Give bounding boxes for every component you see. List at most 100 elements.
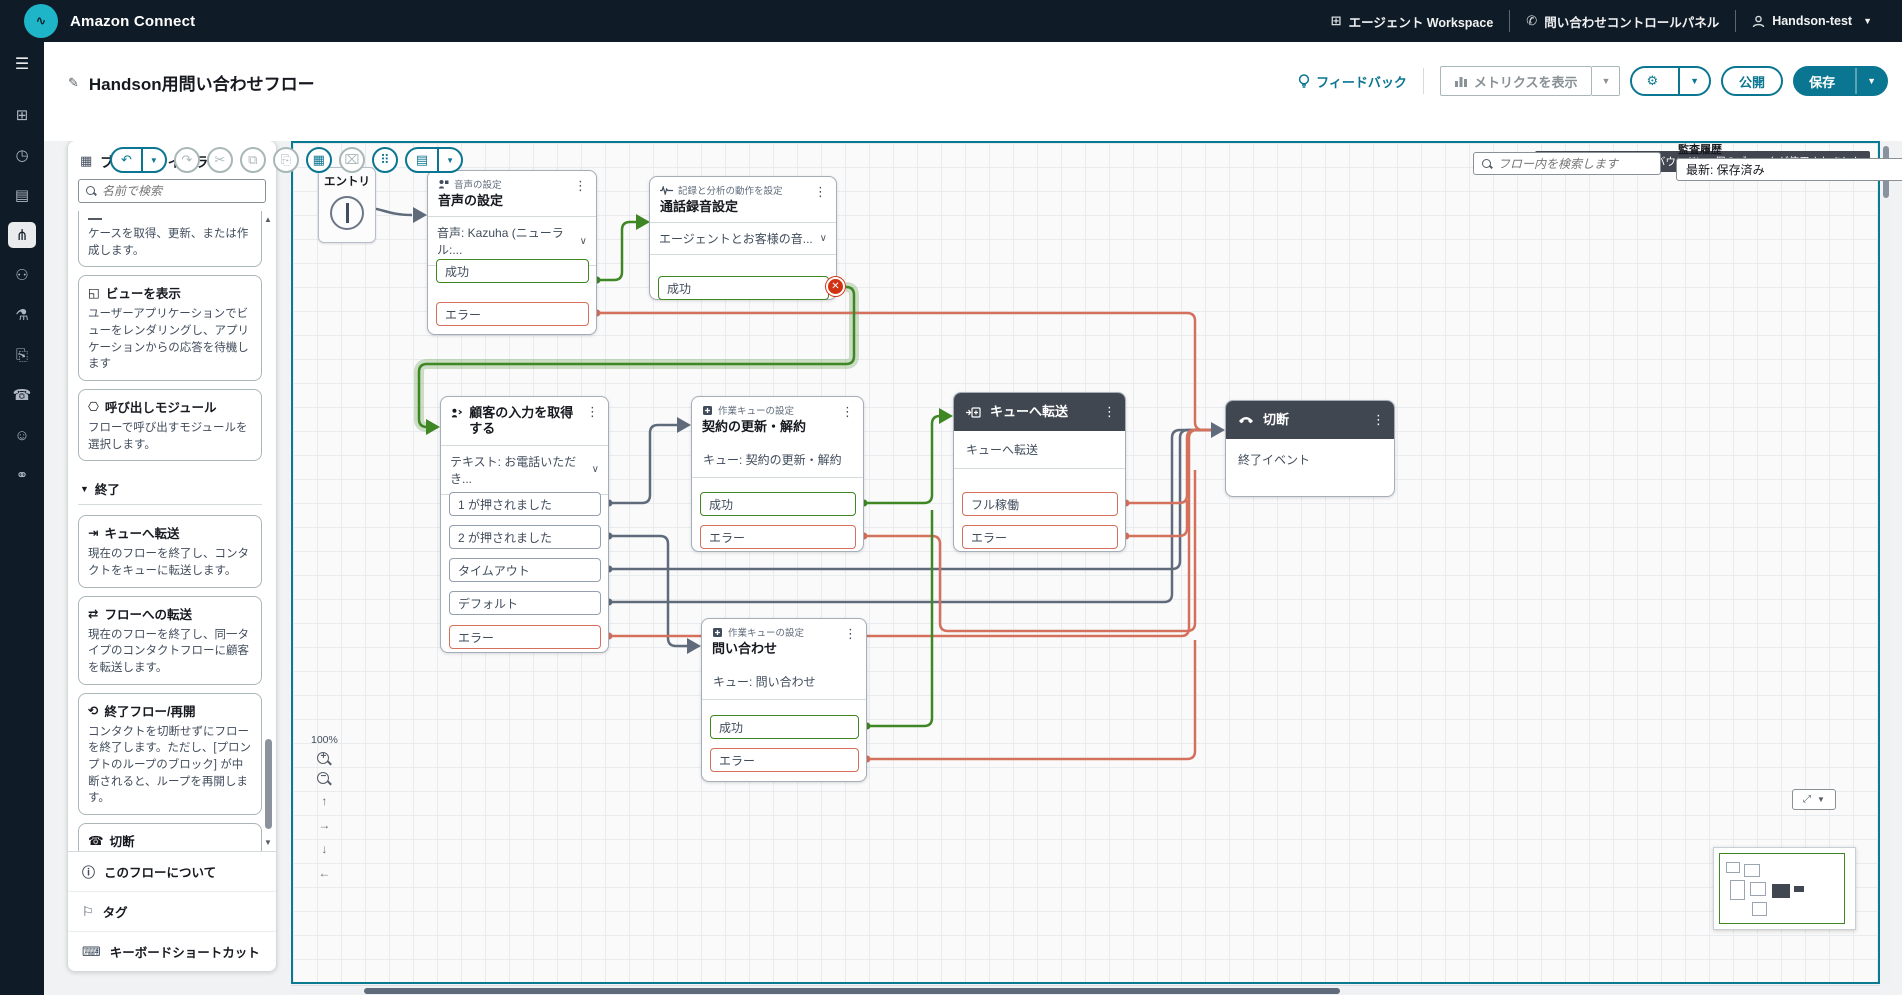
output-at-capacity[interactable]: フル稼働 — [962, 492, 1118, 516]
output-success[interactable]: 成功 — [700, 492, 856, 516]
copy-button[interactable]: ⧉ — [239, 147, 266, 173]
output-success[interactable]: 成功 — [436, 259, 589, 283]
output-error[interactable]: エラー — [700, 525, 856, 549]
feedback-link[interactable]: フィードバック — [1298, 72, 1407, 91]
settings-split-button[interactable]: ⚙ ▼ — [1630, 66, 1712, 96]
flow-search-input[interactable] — [1498, 156, 1652, 171]
rail-metrics-icon[interactable]: ▤ — [14, 187, 30, 204]
pan-right-button[interactable]: → — [318, 818, 331, 832]
block-card-invoke-module[interactable]: ⎔呼び出しモジュール フローで呼び出すモジュールを選択します。 — [78, 389, 262, 462]
block-card-show-view[interactable]: ◱ビューを表示 ユーザーアプリケーションでビューをレンダリングし、アプリケーショ… — [78, 275, 262, 382]
output-error[interactable]: エラー — [962, 525, 1118, 549]
keyboard-shortcuts-row[interactable]: ⌨ キーボードショートカット — [68, 931, 276, 971]
output-pressed-1[interactable]: 1 が押されました — [449, 492, 601, 516]
block-set-queue-inquiry[interactable]: 作業キューの設定 問い合わせ ⋮ キュー: 問い合わせ 成功 エラー — [701, 618, 867, 782]
block-menu-kebab-icon[interactable]: ⋮ — [1103, 404, 1116, 419]
undo-caret[interactable]: ▼ — [140, 149, 165, 171]
undo-split-button[interactable]: ↶ ▼ — [110, 147, 167, 173]
snap-grid-button[interactable]: ⠿ — [371, 147, 398, 173]
block-menu-kebab-icon[interactable]: ⋮ — [844, 626, 857, 641]
block-transfer-to-queue[interactable]: キューへ転送 ⋮ キューへ転送 フル稼働 エラー — [953, 392, 1126, 552]
block-card-end-flow-resume[interactable]: ⟲終了フロー/再開 コンタクトを切断せずにフローを終了します。ただし、[プロンプ… — [78, 692, 262, 816]
library-scrollbar[interactable]: ▲ ▼ — [263, 215, 273, 847]
block-menu-kebab-icon[interactable]: ⋮ — [841, 404, 854, 419]
arrange-blocks-button[interactable]: ▦ — [305, 147, 332, 173]
gear-icon[interactable]: ⚙ — [1646, 73, 1659, 88]
block-menu-kebab-icon[interactable]: ⋮ — [814, 184, 827, 199]
block-menu-kebab-icon[interactable]: ⋮ — [1372, 412, 1385, 427]
metrics-caret-button[interactable]: ▼ — [1592, 66, 1621, 96]
pan-up-button[interactable]: ↑ — [321, 794, 328, 808]
output-error[interactable]: エラー — [436, 302, 589, 326]
block-card-transfer-to-flow[interactable]: ⇄フローへの転送 現在のフローを終了し、同一タイプのコンタクトフローに顧客を転送… — [78, 595, 262, 685]
tags-row[interactable]: ⚐ タグ — [68, 891, 276, 931]
about-flow-row[interactable]: ⓘ このフローについて — [68, 852, 276, 891]
block-get-customer-input[interactable]: 顧客の入力を取得する ⋮ テキスト: お電話いただき... ∨ 1 が押されまし… — [440, 396, 609, 653]
redo-button[interactable]: ↷ — [173, 147, 200, 173]
scroll-up-icon[interactable]: ▲ — [264, 215, 272, 224]
library-search-input[interactable] — [102, 184, 258, 198]
rail-profile-icon[interactable]: ☺ — [14, 426, 30, 444]
save-split-button[interactable]: 保存 ▼ — [1793, 66, 1888, 96]
cut-button[interactable]: ✂ — [206, 147, 233, 173]
output-pressed-2[interactable]: 2 が押されました — [449, 525, 601, 549]
prompt-select[interactable]: テキスト: お電話いただき... ∨ — [441, 444, 608, 495]
block-menu-kebab-icon[interactable]: ⋮ — [574, 178, 587, 193]
block-set-queue-contract[interactable]: 作業キューの設定 契約の更新・解約 ⋮ キュー: 契約の更新・解約 成功 エラー — [691, 396, 864, 552]
rail-flows-icon[interactable]: ⋔ — [8, 222, 36, 248]
canvas-vertical-scrollbar[interactable] — [1881, 143, 1890, 983]
minimap[interactable] — [1713, 847, 1856, 930]
rail-integrations-icon[interactable]: ⚭ — [15, 467, 29, 484]
notes-split-button[interactable]: ▤ ▼ — [404, 147, 464, 173]
output-default[interactable]: デフォルト — [449, 591, 601, 615]
zoom-in-button[interactable]: + — [317, 751, 331, 766]
recording-select[interactable]: エージェントとお客様の音... ∨ — [650, 222, 836, 256]
publish-button[interactable]: 公開 — [1721, 66, 1784, 96]
audit-history-select[interactable]: 最新: 保存済み ▼ — [1676, 158, 1902, 181]
section-terminate[interactable]: ▼ 終了 — [78, 469, 262, 506]
pan-left-button[interactable]: ← — [318, 866, 331, 880]
output-success[interactable]: 成功 — [658, 276, 829, 300]
block-call-recording[interactable]: 記録と分析の動作を設定 通話録音設定 ⋮ エージェントとお客様の音... ∨ 成… — [649, 176, 837, 300]
minimap-toggle-button[interactable]: ⤢ ▼ — [1792, 789, 1836, 810]
delete-button[interactable]: ⌧ — [338, 147, 365, 173]
block-menu-kebab-icon[interactable]: ⋮ — [586, 404, 599, 419]
hamburger-menu-icon[interactable]: ☰ — [14, 56, 30, 73]
rail-support-icon[interactable]: ☎ — [12, 387, 32, 404]
undo-icon[interactable]: ↶ — [121, 152, 132, 167]
edit-title-pencil-icon[interactable]: ✎ — [68, 74, 79, 90]
entry-block[interactable]: エントリ — [318, 167, 376, 243]
canvas-horizontal-scrollbar[interactable] — [291, 985, 1880, 995]
notes-caret[interactable]: ▼ — [437, 149, 461, 171]
zoom-out-button[interactable]: − — [317, 771, 331, 786]
settings-caret[interactable]: ▼ — [1678, 68, 1709, 94]
scroll-down-icon[interactable]: ▼ — [264, 838, 272, 847]
voice-select[interactable]: 音声: Kazuha (ニューラル:... ∨ — [428, 216, 596, 267]
nav-agent-workspace[interactable]: ⊞ エージェント Workspace — [1330, 13, 1494, 30]
output-error[interactable]: エラー — [449, 625, 601, 649]
scrollbar-thumb[interactable] — [364, 988, 1340, 994]
save-button[interactable]: 保存 — [1809, 74, 1836, 90]
block-disconnect[interactable]: 切断 ⋮ 終了イベント — [1225, 400, 1395, 497]
rail-org-icon[interactable]: ⎘ — [15, 346, 28, 364]
output-error[interactable]: エラー — [710, 748, 859, 772]
notes-icon[interactable]: ▤ — [415, 152, 429, 167]
delete-connection-button[interactable]: ✕ — [826, 277, 845, 296]
block-card-cases[interactable]: ケースを取得、更新、または作成します。 — [78, 211, 262, 268]
scrollbar-thumb[interactable] — [265, 739, 272, 829]
pan-down-button[interactable]: ↓ — [321, 842, 328, 856]
rail-lab-icon[interactable]: ⚗ — [15, 307, 29, 324]
rail-users-icon[interactable]: ⚇ — [15, 267, 29, 284]
save-caret[interactable]: ▼ — [1855, 68, 1886, 94]
user-menu[interactable]: Handson-test ▼ — [1736, 14, 1888, 28]
rail-dashboard-icon[interactable]: ⊞ — [15, 107, 29, 124]
block-card-transfer-to-queue[interactable]: ⇥キューへ転送 現在のフローを終了し、コンタクトをキューに転送します。 — [78, 515, 262, 588]
output-success[interactable]: 成功 — [710, 715, 859, 739]
block-card-disconnect[interactable]: ☎切断 インタラクションを終了します。 — [78, 823, 262, 851]
output-timeout[interactable]: タイムアウト — [449, 558, 601, 582]
amazon-connect-logo-icon[interactable]: ∿ — [24, 4, 58, 38]
nav-contact-control-panel[interactable]: ✆ 問い合わせコントロールパネル — [1526, 13, 1720, 30]
paste-button[interactable]: ⎘ — [272, 147, 299, 173]
show-metrics-button[interactable]: メトリクスを表示 — [1439, 66, 1593, 96]
rail-history-icon[interactable]: ◷ — [15, 147, 29, 164]
